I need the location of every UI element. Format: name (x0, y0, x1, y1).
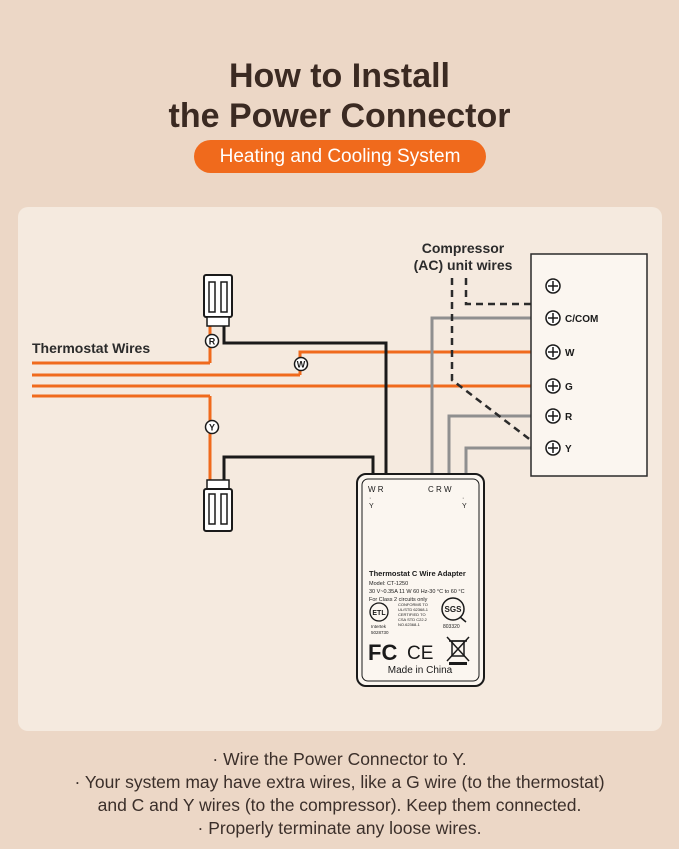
marker-y: Y (204, 419, 220, 435)
sgs-text: SGS (445, 605, 463, 614)
adapter-wy-wire (222, 455, 375, 480)
install-notes: · Wire the Power Connector to Y. · Your … (0, 748, 679, 840)
adapter-r-gray-wire (447, 414, 541, 476)
marker-w: W (293, 356, 309, 372)
conformity-line-4: CSA STD C22.2 (398, 617, 428, 622)
terminal-r-label: R (565, 412, 573, 423)
adapter-y-gray-wire (464, 446, 541, 476)
adapter-c-wire (430, 316, 541, 476)
adapter-rating: 30 V~0.35A 11 W 60 Hz-30 °C to 60 °C (369, 589, 465, 595)
etl-logo: ETL Intertek 5028730 (369, 602, 389, 635)
terminal-w-label: W (565, 348, 575, 359)
adapter-pin-left-sub: · (369, 495, 371, 502)
marker-y-label: Y (209, 423, 215, 433)
etl-number: 5028730 (371, 630, 389, 635)
c-wire-adapter: W R · Y C R W · Y Thermostat C Wire Adap… (356, 473, 485, 687)
weee-bin-icon (446, 636, 470, 665)
terminal-g-label: G (565, 382, 573, 393)
title-line-1: How to Install (229, 57, 450, 95)
compressor-label-line-2: (AC) unit wires (414, 257, 513, 273)
page-title: How to Install the Power Connector (0, 56, 679, 136)
conformity-line-1: CONFORMS TO (398, 602, 428, 607)
sgs-number: 803320 (443, 624, 460, 630)
svg-text:ETL: ETL (372, 610, 386, 617)
adapter-pin-left-y: Y (369, 503, 374, 510)
compressor-label-line-1: Compressor (422, 240, 505, 256)
adapter-pin-right-sub: · (462, 495, 464, 502)
adapter-pin-left-label: W R (368, 485, 384, 494)
etl-text: Intertek (371, 624, 387, 629)
conformity-line-5: NO.62368-1 (398, 622, 421, 627)
conformity-line-2: UL/STD 62368-1 (398, 607, 429, 612)
terminal-w: W (545, 344, 575, 360)
adapter-pin-right-label: C R W (428, 485, 452, 494)
conformity-text: CONFORMS TO UL/STD 62368-1 CERTIFIED TO … (398, 602, 429, 627)
adapter-title: Thermostat C Wire Adapter (369, 569, 466, 578)
ce-mark: CE (407, 643, 433, 664)
made-in-label: Made in China (388, 665, 453, 676)
bottom-wire-connector (203, 479, 233, 532)
marker-r-label: R (209, 337, 216, 347)
fc-mark: FC (368, 640, 397, 665)
note-4: · Properly terminate any loose wires. (197, 818, 482, 838)
marker-r: R (204, 333, 220, 349)
adapter-model: Model: CT-1250 (369, 581, 408, 587)
terminal-y-label: Y (565, 444, 572, 455)
w-wire (298, 350, 541, 375)
top-wire-connector (203, 274, 233, 327)
system-type-badge: Heating and Cooling System (194, 140, 486, 173)
terminal-r: R (545, 408, 573, 424)
terminal-c-com: C/COM (545, 310, 598, 326)
note-1: · Wire the Power Connector to Y. (212, 749, 467, 769)
adapter-class: For Class 2 circuits only (369, 597, 428, 603)
sgs-logo: SGS 803320 (441, 597, 467, 630)
conformity-line-3: CERTIFIED TO (398, 612, 426, 617)
note-3: and C and Y wires (to the compressor). K… (97, 795, 582, 815)
terminal-y: Y (545, 440, 572, 456)
title-line-2: the Power Connector (168, 97, 511, 135)
terminal-blank (545, 278, 561, 294)
adapter-r-wire (222, 326, 388, 476)
compressor-y-wire (450, 278, 542, 449)
terminal-g: G (545, 378, 573, 394)
marker-w-label: W (297, 360, 306, 370)
thermostat-wires-label: Thermostat Wires (32, 340, 150, 356)
compressor-c-wire (464, 278, 541, 306)
thermostat-wire-bundle (32, 361, 210, 398)
adapter-pin-right-y: Y (462, 503, 467, 510)
terminal-c-com-label: C/COM (565, 314, 598, 325)
note-2: · Your system may have extra wires, like… (74, 772, 605, 792)
